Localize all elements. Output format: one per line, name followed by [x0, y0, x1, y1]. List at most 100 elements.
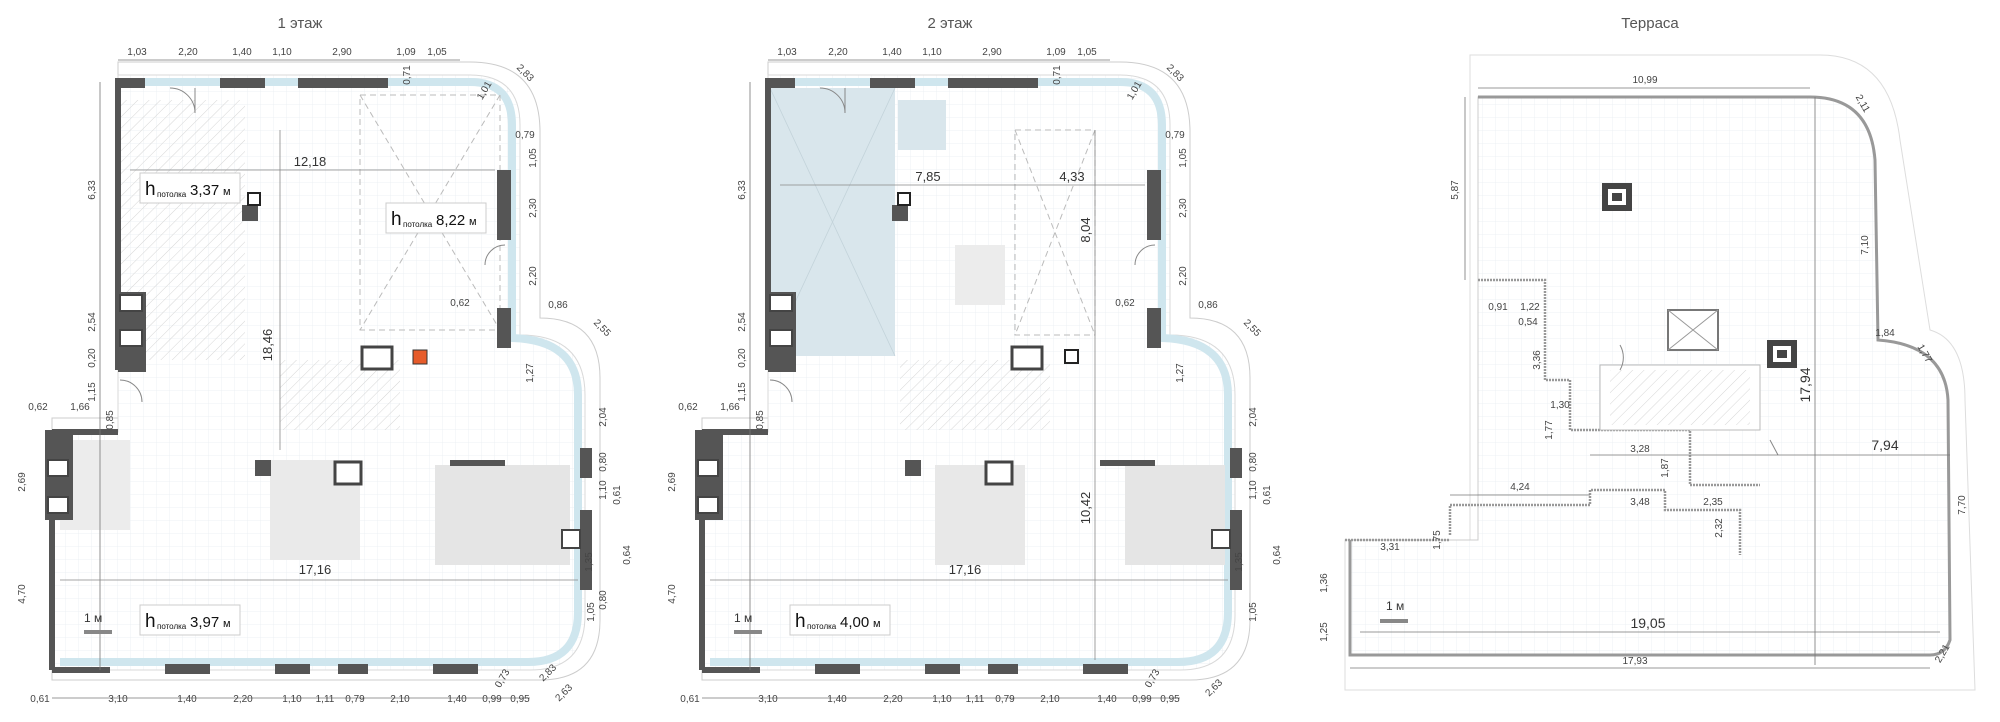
dim-label: 1,27: [525, 363, 536, 383]
dim-label: 1,66: [70, 402, 90, 413]
dim-label: 1,03: [127, 47, 147, 58]
dim-label: 0,61: [30, 694, 50, 705]
wall-block: [580, 448, 592, 478]
svg-text:h: h: [145, 179, 156, 200]
parapet: [1348, 95, 1952, 657]
dim-label: 3,31: [1380, 542, 1400, 553]
vent-icon: [1767, 340, 1797, 368]
vent-icon: [897, 192, 911, 206]
dim-label: 8,04: [1078, 217, 1093, 242]
door-icon: [119, 379, 143, 403]
dim-label: 1,36: [1319, 573, 1330, 593]
svg-text:м: м: [873, 618, 881, 630]
stair-core: [1610, 370, 1750, 425]
water-shaft-icon: [47, 294, 581, 549]
wall-block: [338, 664, 368, 674]
wall-block: [165, 664, 210, 674]
dim-label: 0,79: [345, 694, 365, 705]
wall-block: [497, 308, 511, 348]
dim-label: 2,69: [17, 472, 28, 492]
dim-label: 10,42: [1078, 492, 1093, 525]
dim-label: 10,99: [1632, 75, 1657, 86]
dim-label: 1,27: [1175, 363, 1186, 383]
beam: [450, 460, 505, 466]
wall-block: [433, 664, 478, 674]
svg-text:м: м: [469, 216, 477, 228]
vent-icon: [1064, 349, 1079, 364]
ceiling-height-label: h потолка 3,97 м: [139, 604, 241, 636]
vent-icon: [247, 192, 261, 206]
glazing-band: [710, 78, 1232, 666]
dim-label: 2,20: [178, 47, 198, 58]
dim-label: 1,84: [1875, 328, 1895, 339]
wall-block: [1230, 510, 1242, 590]
dim-label: 0,20: [737, 348, 748, 368]
door-icon: [1619, 344, 1624, 371]
dim-label: 0,86: [548, 300, 568, 311]
dim-label: 1,30: [1550, 400, 1570, 411]
dim-label: 0,62: [1115, 298, 1135, 309]
wall-block: [1083, 664, 1128, 674]
door-icon: [1134, 244, 1156, 266]
dim-label: 17,93: [1622, 656, 1647, 667]
vent-icon: [1602, 183, 1632, 211]
dim-label: 3,10: [758, 694, 778, 705]
dim-label: 2,69: [667, 472, 678, 492]
dim-label: 1,10: [272, 47, 292, 58]
door-icon: [769, 379, 793, 403]
svg-text:1 м: 1 м: [1386, 599, 1404, 613]
fireplace-icon: [412, 349, 428, 365]
column: [242, 205, 258, 221]
floor-2-plan: 2 этаж: [667, 15, 1283, 705]
dim-label: 5,87: [1450, 180, 1461, 200]
dim-label: 0,80: [1248, 452, 1259, 472]
dim-label: 7,85: [915, 169, 940, 184]
dim-label: 0,62: [678, 402, 698, 413]
dim-label: 2,55: [1241, 317, 1263, 339]
dim-label: 2,30: [1178, 198, 1189, 218]
svg-text:м: м: [223, 186, 231, 198]
zone: [955, 245, 1005, 305]
dim-label: 2,63: [553, 682, 575, 704]
svg-text:1 м: 1 м: [84, 611, 102, 625]
wall-block: [220, 78, 265, 88]
dim-label: 3,10: [108, 694, 128, 705]
dim-label: 2,20: [528, 266, 539, 286]
wall-block: [1147, 170, 1161, 240]
dim-label: 2,90: [332, 47, 352, 58]
dim-label: 1,05: [1248, 602, 1259, 622]
beam: [1100, 460, 1155, 466]
dim-label: 3,36: [1532, 350, 1543, 370]
wall-block: [1230, 448, 1242, 478]
dim-label: 2,20: [828, 47, 848, 58]
dim-label: 17,94: [1797, 367, 1813, 402]
column: [255, 460, 271, 476]
elevator-icon: [1667, 309, 1719, 351]
dim-label: 0,73: [493, 667, 512, 690]
dim-label: 1,15: [737, 382, 748, 402]
dim-label: 1,40: [1097, 694, 1117, 705]
ceiling-height-label: h потолка 3,37 м: [139, 172, 241, 204]
dim-label: 0,99: [482, 694, 502, 705]
wall-block: [948, 78, 1038, 88]
dim-label: 1,03: [777, 47, 797, 58]
wall-block: [815, 664, 860, 674]
scale-bar: 1 м: [1380, 599, 1408, 623]
dim-label: 1,35: [1234, 552, 1245, 572]
scale-bar: 1 м: [84, 611, 112, 634]
svg-text:м: м: [223, 618, 231, 630]
stair-zone: [280, 360, 400, 430]
dim-label: 1,66: [720, 402, 740, 413]
wall-block: [497, 170, 511, 240]
dim-label: 0,62: [28, 402, 48, 413]
dim-label: 6,33: [87, 180, 98, 200]
dim-label: 0,86: [1198, 300, 1218, 311]
dim-label: 2,90: [982, 47, 1002, 58]
dim-label: 0,80: [598, 590, 609, 610]
wall-block: [988, 664, 1018, 674]
dim-label: 1,11: [966, 694, 985, 705]
dim-label: 2,10: [390, 694, 410, 705]
terrace-plan: Терраса 10,99 2: [1319, 15, 1976, 691]
dim-label: 0,79: [995, 694, 1015, 705]
dim-label: 1,09: [396, 47, 416, 58]
